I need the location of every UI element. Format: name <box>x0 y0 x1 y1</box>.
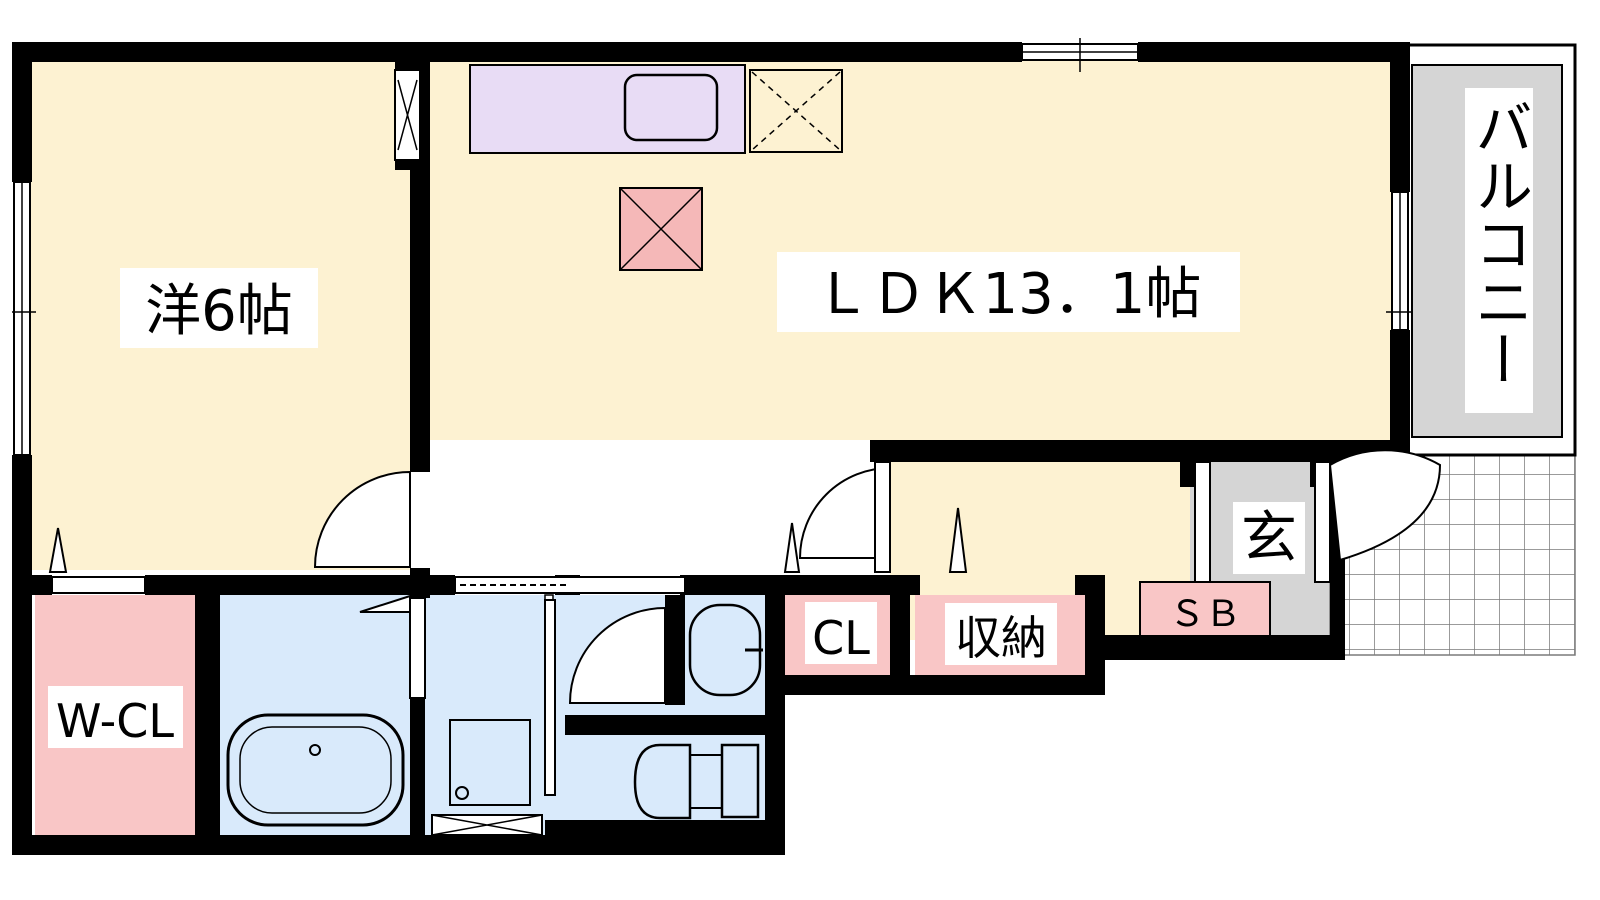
western-room-label: 洋6帖 <box>145 279 293 344</box>
entrance-label-bg <box>1233 502 1305 574</box>
toilet-icon <box>633 743 692 820</box>
storage-label: 収納 <box>955 611 1047 665</box>
shoe-box-label: ＳＢ <box>1169 594 1241 635</box>
walk-in-closet-label: W-CL <box>56 694 174 748</box>
toilet-tank <box>720 743 760 819</box>
shoe-box-floor <box>1139 581 1271 638</box>
hatch-cross-icon <box>431 814 543 836</box>
folding-door-markers <box>48 507 968 573</box>
balcony-label-bg <box>1465 88 1533 413</box>
door-swings <box>313 69 1442 796</box>
ldk-label: ＬＤＫ13．1帖 <box>815 262 1202 327</box>
bathtub-inner <box>239 726 392 814</box>
washing-machine-box <box>449 719 531 806</box>
walls <box>12 42 1410 855</box>
drain-icon <box>309 744 321 756</box>
toilet-link <box>690 754 722 809</box>
wcl-label-bg <box>48 686 183 748</box>
western-room-label-bg <box>120 268 318 348</box>
closet-label-bg <box>805 602 877 664</box>
kitchen-counter <box>469 64 746 154</box>
entrance-label: 玄 <box>1241 506 1297 571</box>
ldk-label-bg <box>777 252 1240 332</box>
balcony-inner-line <box>1411 64 1563 438</box>
washer-drain-icon <box>455 786 469 800</box>
window-marks <box>12 38 1412 455</box>
fridge-cross-icon <box>619 187 703 271</box>
closet-door-marks <box>397 79 418 151</box>
stove-cross-icon <box>751 71 841 151</box>
closet-label: CL <box>812 611 870 665</box>
storage-label-bg <box>945 603 1057 665</box>
balcony-label: バルコニー <box>1465 98 1533 388</box>
bathtub-icon <box>226 713 405 827</box>
sink-icon <box>623 73 719 142</box>
